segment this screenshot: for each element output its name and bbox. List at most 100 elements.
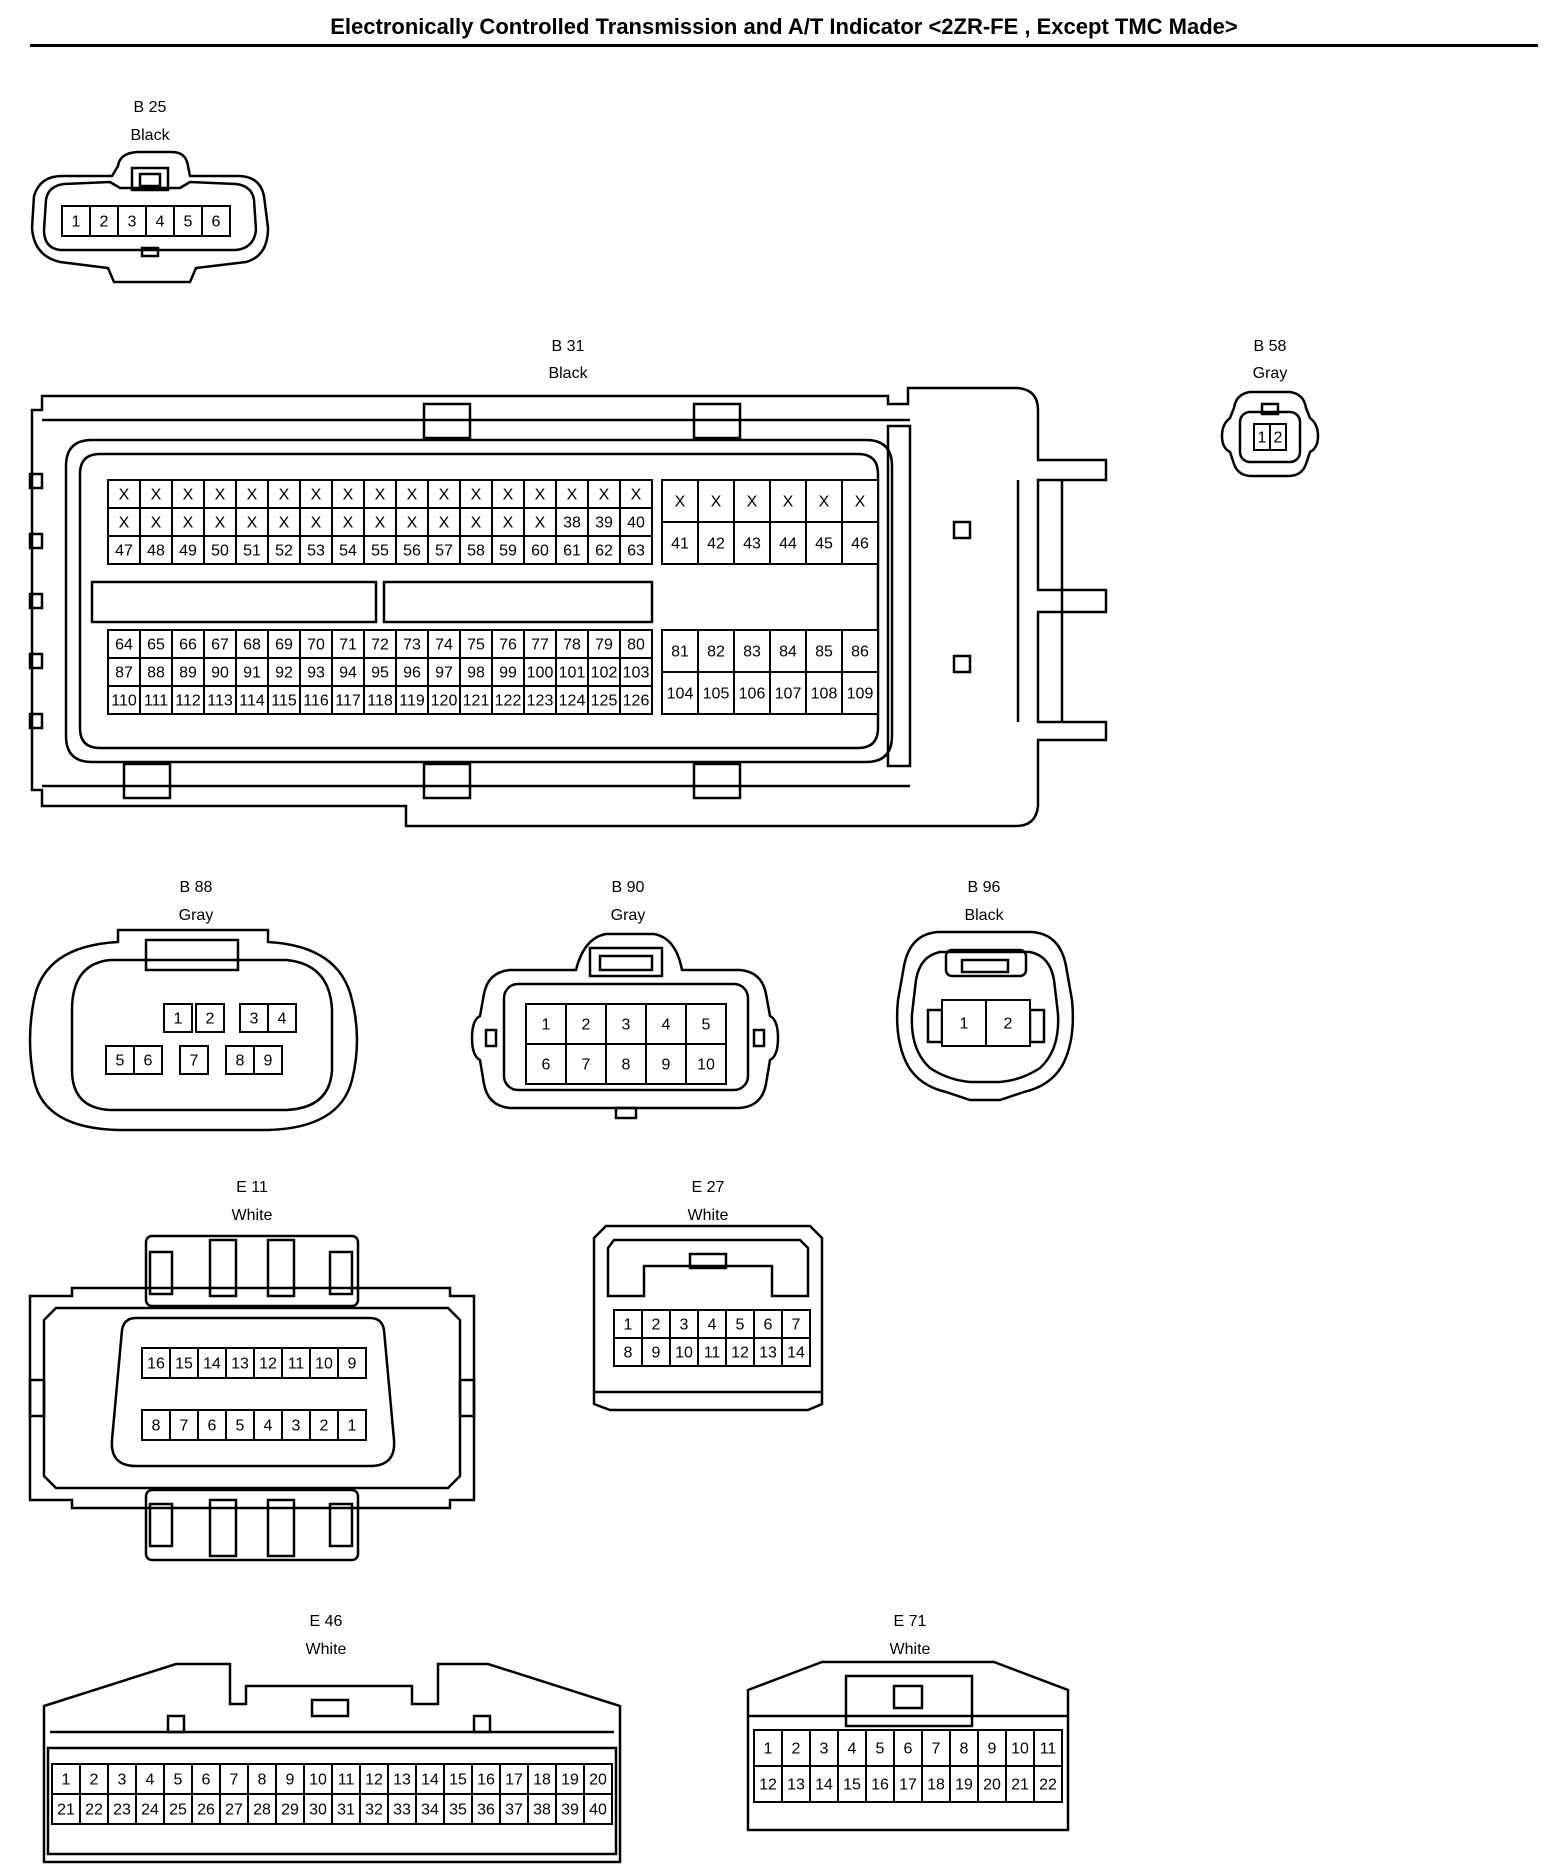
b31-right-top-pin-label: X: [819, 494, 830, 511]
b31-left-top-pin-label: X: [503, 515, 514, 532]
b31-right-top-pin-cell: [733, 521, 771, 565]
b25-pin-label: 4: [156, 214, 165, 231]
b31-left-bottom-pin-cell: [139, 685, 173, 715]
e46-pin-label: 19: [561, 1772, 579, 1789]
b90-latch: [588, 946, 664, 978]
b31-left-top-pin-label: X: [343, 515, 354, 532]
b25-pin-label: 2: [100, 214, 109, 231]
b31-left-top-pin-label: 39: [595, 515, 613, 532]
b31-right-top-pin-label: 46: [851, 536, 869, 553]
e11-bottom-clip-1: [148, 1502, 174, 1548]
b31-left-bottom-pin-label: 117: [335, 693, 361, 710]
e71-pin-label: 2: [792, 1741, 801, 1758]
b58-housing: [1220, 390, 1320, 478]
b31-left-bottom-pin-label: 69: [275, 637, 293, 654]
e46-pin-label: 25: [169, 1802, 187, 1819]
b96-latch-inner: [960, 958, 1010, 974]
b31-left-top-pin-label: 55: [371, 543, 389, 560]
b88-pin-cell: [195, 1003, 225, 1033]
b31-right-bottom-pin-label: 84: [779, 644, 797, 661]
b31-outer-housing: [30, 386, 1108, 828]
e27-pin-label: 12: [731, 1345, 749, 1362]
b25-pin-label: 5: [184, 214, 193, 231]
b25-pin-label: 6: [212, 214, 221, 231]
b31-left-bottom-pin-label: 87: [115, 665, 133, 682]
b90-side-bump-left: [484, 1028, 498, 1048]
e11-pin-cell: [337, 1409, 367, 1441]
b31-left-top-pin-label: 60: [531, 543, 549, 560]
b31-right-top-pin-label: 43: [743, 536, 761, 553]
b31-left-bottom-pin-label: 78: [563, 637, 581, 654]
e11-pin-label: 8: [152, 1418, 161, 1435]
b31-left-bottom-pin-label: 76: [499, 637, 517, 654]
e46-pin-cell: [219, 1763, 249, 1795]
b31-right-top-pin-label: X: [747, 494, 758, 511]
b31-left-top-pin-label: 50: [211, 543, 229, 560]
b31-left-top-pin-label: X: [407, 515, 418, 532]
e11-pin-cell: [225, 1409, 255, 1441]
b31-left-bottom-pin-label: 68: [243, 637, 261, 654]
e46-pin-cell: [51, 1763, 81, 1795]
e27-pin-cell: [669, 1309, 699, 1339]
b31-left-bottom-pin-label: 120: [431, 693, 458, 710]
b31-left-top-pin-label: 62: [595, 543, 613, 560]
e11-pin-label: 10: [315, 1356, 333, 1373]
e46-pin-cell: [415, 1793, 445, 1825]
b31-left-top-pin-label: X: [311, 515, 322, 532]
b31-left-top-pin-label: X: [471, 515, 482, 532]
e27-pin-label: 3: [680, 1317, 689, 1334]
e46-pin-cell: [443, 1793, 473, 1825]
b31-left-bottom-pin-label: 112: [175, 693, 201, 710]
b31-left-bottom-pin-cell: [267, 657, 301, 687]
e46-pin-cell: [583, 1793, 613, 1825]
e46-pin-label: 13: [393, 1772, 411, 1789]
b31-left-top-pin-cell: [523, 535, 557, 565]
b31-bottom-tab-3: [692, 762, 742, 800]
b31-left-bottom-pin-label: 89: [179, 665, 197, 682]
b31-right-top-pin-cell: [733, 479, 771, 523]
b31-right-bottom-pin-label: 108: [811, 686, 838, 703]
e46-pin-label: 33: [393, 1802, 411, 1819]
e46-pin-label: 26: [197, 1802, 215, 1819]
b96-side-key-left: [926, 1008, 944, 1044]
e27-pin-label: 6: [764, 1317, 773, 1334]
b31-left-top-pin-label: 56: [403, 543, 421, 560]
b88-pin-cell: [239, 1003, 269, 1033]
e46-pin-label: 18: [533, 1772, 551, 1789]
b31-left-bottom-pin-label: 77: [531, 637, 549, 654]
b31-left-top-pin-label: X: [439, 515, 450, 532]
e27-latch: [688, 1252, 728, 1270]
e46-pin-label: 29: [281, 1802, 299, 1819]
b90-code: B 90: [612, 879, 645, 896]
b31-right-bottom-pin-label: 106: [739, 686, 766, 703]
e71-pin-cell: [837, 1765, 867, 1803]
e71-pin-cell: [893, 1729, 923, 1767]
b31-left-top-pin-label: X: [471, 487, 482, 504]
b31-pin-frame-inner: [78, 452, 880, 750]
e11-pin-label: 11: [288, 1356, 305, 1373]
b31-left-top-pin-label: 51: [243, 543, 261, 560]
b31-left-bottom-pin-label: 114: [239, 693, 265, 710]
e46-pin-cell: [387, 1793, 417, 1825]
b58-code: B 58: [1254, 338, 1287, 355]
b90-pin-label: 1: [542, 1017, 551, 1034]
e27-pin-label: 14: [787, 1345, 805, 1362]
e46-pin-label: 6: [202, 1772, 211, 1789]
e71-pin-label: 9: [988, 1741, 997, 1758]
b31-left-bottom-pin-label: 98: [467, 665, 485, 682]
e46-pin-label: 3: [118, 1772, 127, 1789]
b31-right-top-pin-cell: [697, 521, 735, 565]
b90-pin-label: 10: [697, 1057, 715, 1074]
b31-right-bottom-pin-cell: [805, 671, 843, 715]
b31-right-top-pin-label: 42: [707, 536, 725, 553]
b31-left-bottom-pin-label: 125: [591, 693, 618, 710]
b31-right-top-pin-label: 41: [671, 536, 689, 553]
b90-pin-label: 3: [622, 1017, 631, 1034]
b90-pin-cell: [525, 1043, 567, 1085]
e11-body: [42, 1306, 462, 1490]
b31-side-notch-4: [28, 652, 44, 670]
